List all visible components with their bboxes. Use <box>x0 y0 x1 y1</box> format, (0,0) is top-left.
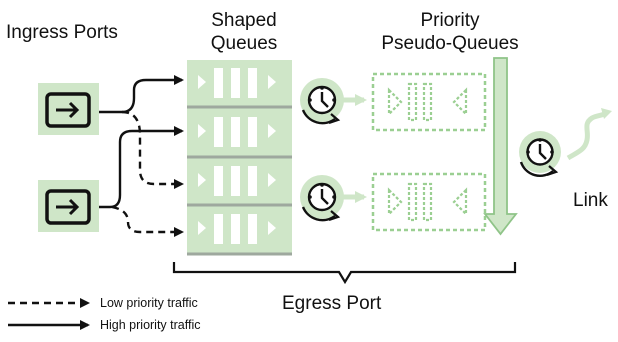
priority-label-line2: Pseudo-Queues <box>381 33 519 54</box>
shaped-queues-label-line1: Shaped <box>211 10 277 31</box>
pseudo-queue-2 <box>371 172 487 232</box>
ingress-port-1 <box>38 83 99 135</box>
priority-down-arrow <box>483 57 518 236</box>
low-priority-arrow-port1-q3 <box>121 110 184 189</box>
legend-high-priority-label: High priority traffic <box>100 318 201 332</box>
port-icon <box>45 189 91 225</box>
legend <box>8 298 90 330</box>
pseudo-queue-1 <box>371 72 487 132</box>
clock-icon <box>519 131 561 177</box>
shaped-queues-label: Shaped Queues <box>196 9 292 55</box>
priority-pseudo-queues-label: Priority Pseudo-Queues <box>360 9 540 55</box>
ingress-port-2 <box>38 180 99 232</box>
queue-3 <box>198 166 276 196</box>
queue-2 <box>198 117 276 147</box>
clock-icon <box>300 78 344 125</box>
shaped-queues <box>187 60 292 256</box>
link-wave-icon <box>566 108 612 161</box>
port-icon <box>45 92 91 128</box>
priority-label-line1: Priority <box>420 10 480 31</box>
shaped-queues-label-line2: Queues <box>210 33 278 54</box>
clock-icon <box>300 175 344 222</box>
legend-low-priority-label: Low priority traffic <box>100 296 198 310</box>
queue-1 <box>198 68 276 98</box>
high-priority-arrow-port1-q1 <box>99 75 184 114</box>
low-priority-arrow-port2-q4 <box>111 205 184 237</box>
ingress-ports-label: Ingress Ports <box>6 22 118 43</box>
egress-port-brace <box>172 262 517 285</box>
queue-4 <box>198 214 276 244</box>
egress-port-label: Egress Port <box>282 293 382 314</box>
link-label: Link <box>573 190 608 211</box>
